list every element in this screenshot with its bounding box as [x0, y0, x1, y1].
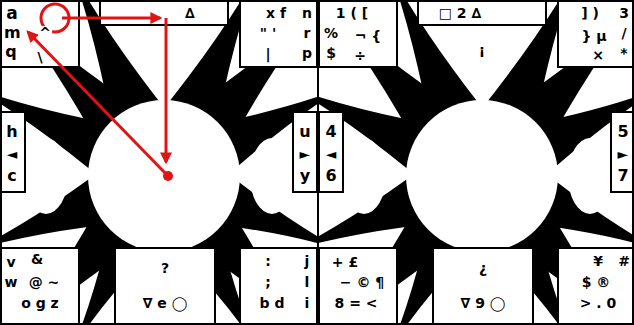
key-label: w: [4, 275, 19, 289]
key-label: @ ~: [28, 275, 61, 289]
key-label: 5: [616, 124, 629, 140]
key-label: ?: [160, 261, 170, 275]
key-label: x f: [265, 6, 287, 20]
key-label: |: [264, 47, 271, 61]
key-label: n: [301, 6, 313, 20]
key-label: %: [323, 26, 339, 40]
key-label: l: [304, 275, 311, 289]
key-label: m: [3, 25, 22, 41]
key-label: h: [5, 124, 18, 140]
key-label: v: [5, 255, 16, 269]
key-label: *: [619, 46, 628, 60]
key-label: $: [325, 46, 337, 60]
key-label: j: [304, 254, 311, 268]
key-label: p: [301, 46, 313, 60]
key-label: \: [36, 50, 43, 64]
key-label: ◄: [325, 147, 338, 161]
key-label: ¿: [478, 261, 488, 275]
key-label: ÷: [353, 49, 367, 63]
key-label: ;: [264, 275, 272, 289]
key-label: 6: [324, 168, 337, 184]
key-label: + £: [331, 255, 359, 269]
key-label: u: [298, 124, 311, 140]
key-label: ¥: [592, 254, 604, 268]
key-label: 7: [616, 168, 629, 184]
key-label: ►: [299, 147, 312, 161]
key-label: ¬ {: [354, 29, 383, 43]
key-label: ∇ e ◯: [142, 296, 189, 310]
key-label: 1 ( [: [335, 6, 369, 20]
key-label: #: [617, 254, 631, 268]
key-label: } μ: [580, 29, 607, 43]
key-label: ►: [617, 147, 630, 161]
key-label: $ ®: [581, 275, 612, 289]
key-label: a: [5, 5, 18, 22]
key-label: ¡: [478, 43, 486, 57]
key-label: − © ¶: [339, 275, 385, 289]
key-label: ] ): [580, 6, 600, 20]
key-label: q: [4, 44, 17, 60]
key-label: ◄: [6, 147, 19, 161]
key-label: r: [303, 26, 312, 40]
key-label: > . 0: [579, 296, 618, 310]
key-label: i: [304, 296, 311, 310]
key-label: 3: [618, 6, 630, 20]
key-label: o g z: [20, 296, 60, 310]
key-label: b d: [259, 296, 286, 310]
key-label: 4: [324, 124, 337, 140]
key-label: y: [299, 168, 311, 184]
key-label: ∆: [184, 6, 196, 20]
key-label: &: [30, 252, 44, 266]
key-label: /: [620, 26, 627, 40]
key-label: 8 = <: [334, 296, 379, 310]
key-label: ∇ 9 ◯: [460, 296, 507, 310]
key-label: ×: [591, 48, 605, 62]
key-label: □ 2 ∆: [438, 6, 482, 20]
key-label: c: [6, 168, 17, 184]
key-label: :: [264, 254, 272, 268]
key-label: " ': [259, 26, 277, 40]
key-label: ^: [38, 26, 52, 40]
